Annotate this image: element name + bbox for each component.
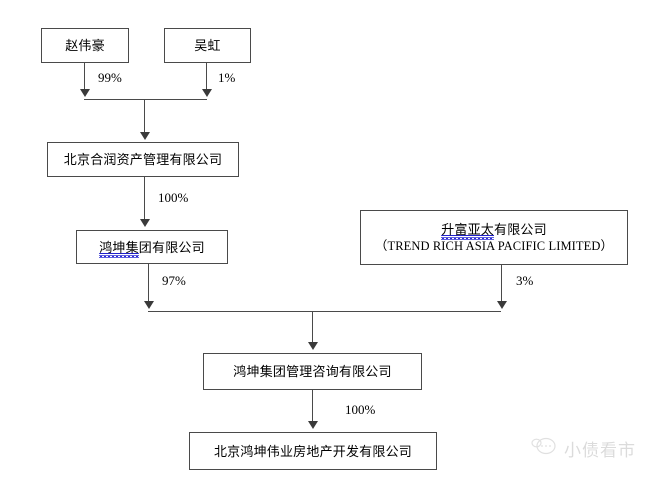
node-wu-hong[interactable]: 吴虹 bbox=[164, 28, 251, 63]
edge-percent-1: 1% bbox=[218, 70, 236, 85]
node-trend-rich-asia-pacific[interactable]: 升富亚太有限公司 （TREND RICH ASIA PACIFIC LIMITE… bbox=[360, 210, 628, 265]
speech-bubble-icon bbox=[531, 436, 557, 461]
node-label: 鸿坤集团管理咨询有限公司 bbox=[233, 364, 392, 379]
node-label-rest: 有限公司 bbox=[494, 221, 547, 237]
node-label: 北京鸿坤伟业房地产开发有限公司 bbox=[213, 443, 412, 459]
node-hongkun-group-management-consulting[interactable]: 鸿坤集团管理咨询有限公司 bbox=[203, 353, 422, 390]
edge-zhao-arrowhead bbox=[80, 89, 90, 97]
edge-wu-arrowhead bbox=[202, 89, 212, 97]
spellcheck-fragment: 升富亚太 bbox=[441, 221, 494, 237]
node-beijing-hongkun-weiye-real-estate[interactable]: 北京鸿坤伟业房地产开发有限公司 bbox=[189, 432, 437, 470]
edge-merge-to-consulting-vline bbox=[312, 311, 313, 344]
edge-herun-to-hongkun-arrowhead bbox=[140, 219, 150, 227]
edge-percent-100-lower: 100% bbox=[345, 402, 376, 417]
node-beijing-herun-asset-management[interactable]: 北京合润资产管理有限公司 bbox=[47, 142, 239, 177]
node-zhao-weihao[interactable]: 赵伟豪 bbox=[41, 28, 129, 63]
edge-merge-to-herun-vline bbox=[144, 99, 145, 134]
edge-trendrich-to-merge-arrowhead bbox=[497, 301, 507, 309]
edge-hongkun-to-merge-vline bbox=[148, 264, 149, 303]
watermark-text: 小债看市 bbox=[564, 441, 636, 460]
node-label: 升富亚太有限公司 bbox=[441, 221, 547, 238]
watermark: 小债看市 bbox=[531, 436, 636, 461]
node-label: 赵伟豪 bbox=[65, 38, 105, 53]
node-label: 吴虹 bbox=[194, 38, 221, 53]
node-label-english: （TREND RICH ASIA PACIFIC LIMITED） bbox=[374, 238, 614, 253]
edge-merge-to-consulting-arrowhead bbox=[308, 342, 318, 350]
edge-percent-97: 97% bbox=[162, 273, 186, 288]
edge-wu-to-merge-vline bbox=[206, 63, 207, 91]
node-label: 北京合润资产管理有限公司 bbox=[63, 152, 223, 167]
spellcheck-fragment: 鸿坤集 bbox=[99, 239, 139, 255]
edge-trendrich-to-merge-vline bbox=[501, 265, 502, 303]
node-label: 鸿坤集团有限公司 bbox=[99, 239, 205, 256]
edge-herun-to-hongkun-vline bbox=[144, 177, 145, 221]
edge-percent-100-upper: 100% bbox=[158, 190, 189, 205]
edge-consulting-to-realestate-arrowhead bbox=[308, 421, 318, 429]
edge-percent-3: 3% bbox=[516, 273, 534, 288]
edge-consulting-to-realestate-vline bbox=[312, 390, 313, 423]
merge-bar-bottom bbox=[148, 311, 501, 312]
edge-percent-99: 99% bbox=[98, 70, 122, 85]
edge-merge-to-herun-arrowhead bbox=[140, 132, 150, 140]
node-label-rest: 团有限公司 bbox=[138, 239, 205, 255]
node-hongkun-group[interactable]: 鸿坤集团有限公司 bbox=[76, 230, 228, 264]
edge-zhao-to-merge-vline bbox=[84, 63, 85, 91]
merge-bar-top bbox=[84, 99, 207, 100]
edge-hongkun-to-merge-arrowhead bbox=[144, 301, 154, 309]
